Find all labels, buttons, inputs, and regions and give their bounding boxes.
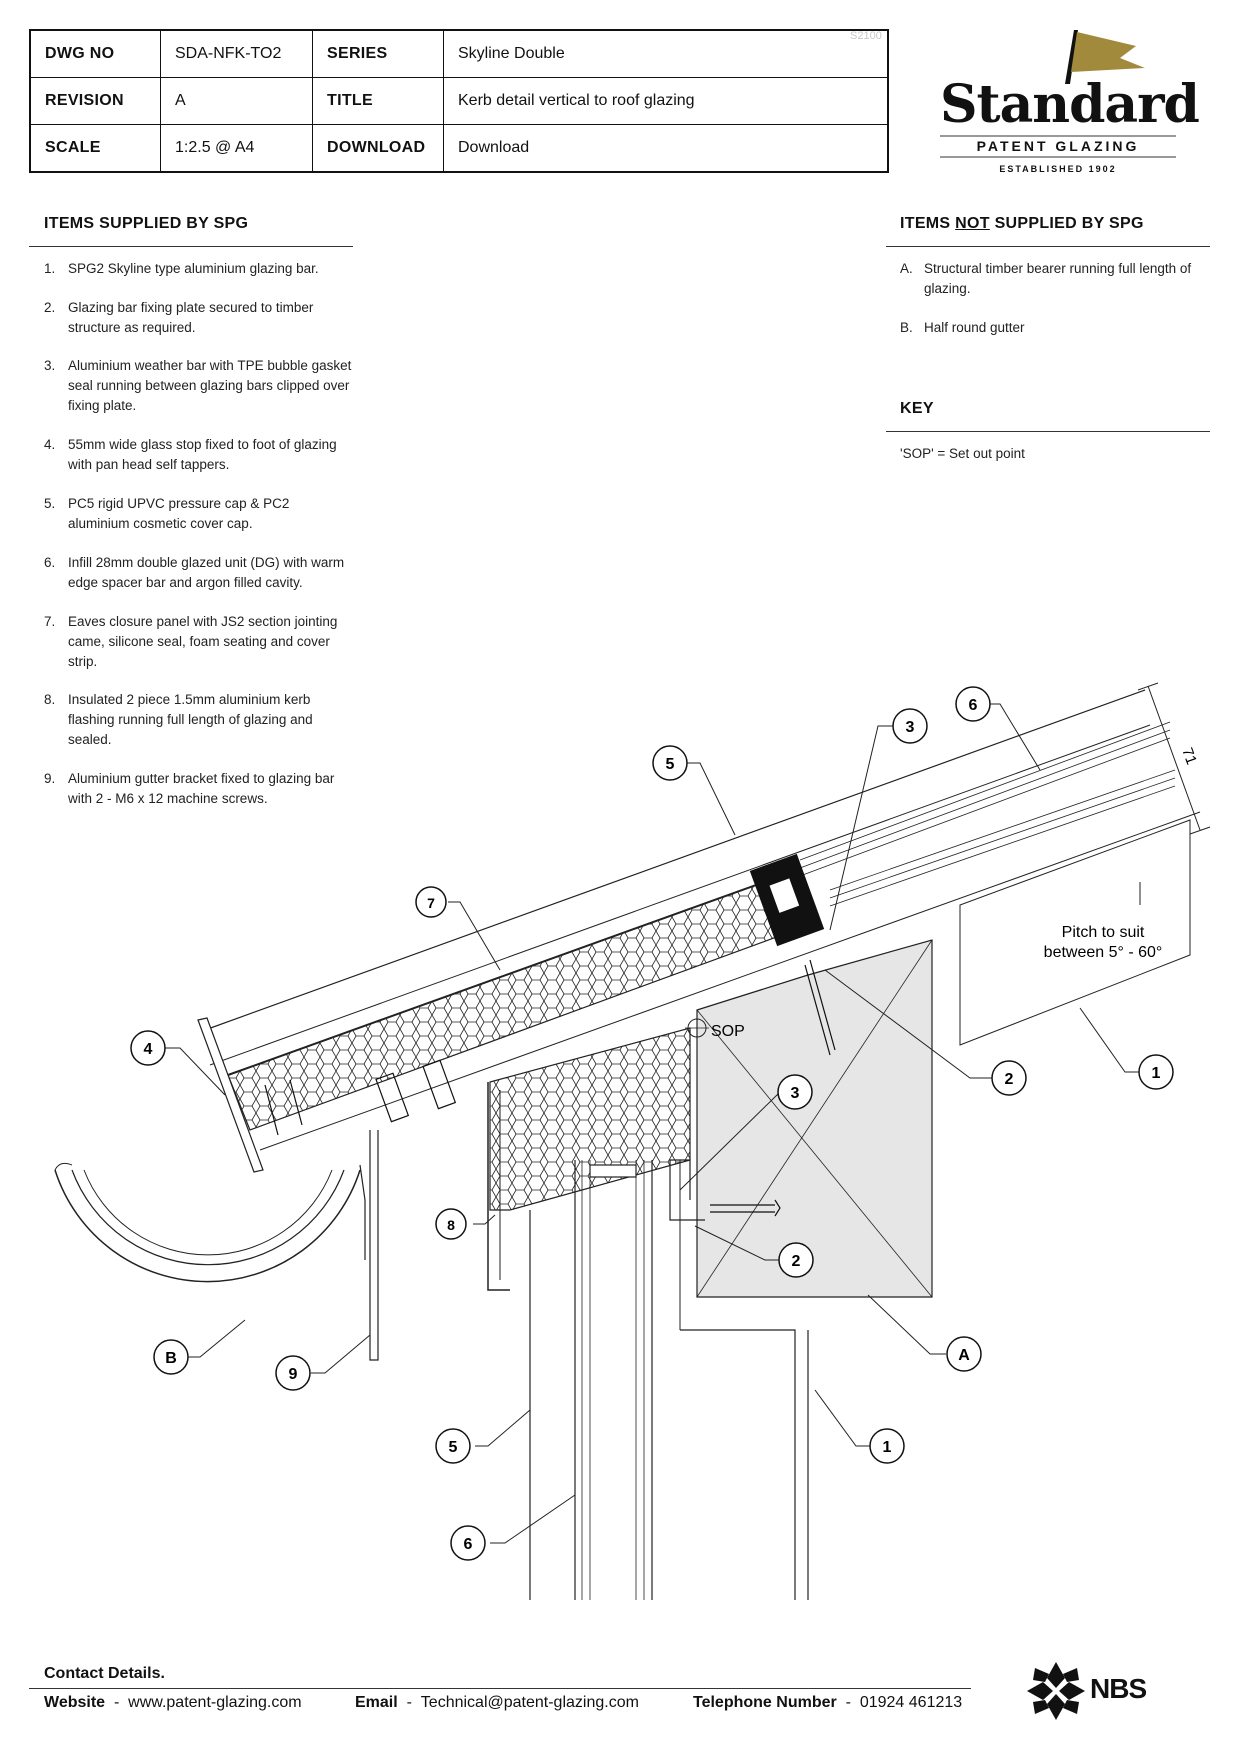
callout-2-top: 2 — [992, 1061, 1026, 1095]
callout-8: 8 — [436, 1209, 466, 1239]
timber-bearer — [697, 940, 932, 1297]
callout-7: 7 — [416, 887, 446, 917]
half-round-gutter — [55, 1130, 378, 1360]
callout-1-bottom: 1 — [870, 1429, 904, 1463]
svg-text:1: 1 — [883, 1439, 892, 1456]
callout-4: 4 — [131, 1031, 165, 1065]
callout-1-top: 1 — [1139, 1055, 1173, 1089]
svg-text:1: 1 — [1152, 1065, 1161, 1082]
callout-6-top: 6 — [956, 687, 990, 721]
svg-text:B: B — [165, 1350, 177, 1367]
svg-text:2: 2 — [792, 1253, 801, 1270]
callout-9: 9 — [276, 1356, 310, 1390]
pitch-line-1: Pitch to suit — [1062, 924, 1145, 941]
separator: - — [407, 1694, 412, 1711]
footer-website: Website - www.patent-glazing.com — [44, 1694, 302, 1712]
footer-email: Email - Technical@patent-glazing.com — [355, 1694, 639, 1712]
pitch-line-2: between 5° - 60° — [1044, 944, 1163, 961]
email-link[interactable]: Technical@patent-glazing.com — [421, 1694, 639, 1711]
svg-text:6: 6 — [464, 1536, 473, 1553]
callout-6-bottom: 6 — [451, 1526, 485, 1560]
nbs-logo-icon — [1025, 1660, 1087, 1722]
sop-label: SOP — [711, 1023, 745, 1040]
separator: - — [114, 1694, 119, 1711]
callout-a: A — [947, 1337, 981, 1371]
svg-text:7: 7 — [427, 895, 435, 911]
svg-text:3: 3 — [791, 1085, 800, 1102]
kerb-flashing — [488, 1028, 705, 1290]
svg-text:4: 4 — [144, 1041, 153, 1058]
svg-text:8: 8 — [447, 1217, 455, 1233]
svg-text:2: 2 — [1005, 1071, 1014, 1088]
phone-number: 01924 461213 — [860, 1694, 962, 1711]
svg-text:9: 9 — [289, 1366, 298, 1383]
svg-text:5: 5 — [449, 1439, 458, 1456]
callout-b: B — [154, 1340, 188, 1374]
callout-3-top: 3 — [893, 709, 927, 743]
dimension-71-label: 71 — [1178, 745, 1200, 766]
callout-5-top: 5 — [653, 746, 687, 780]
email-label: Email — [355, 1694, 398, 1711]
svg-text:A: A — [958, 1347, 970, 1364]
contact-heading: Contact Details. — [44, 1665, 165, 1683]
nbs-wordmark: NBS — [1090, 1673, 1146, 1705]
website-link[interactable]: www.patent-glazing.com — [128, 1694, 301, 1711]
website-label: Website — [44, 1694, 105, 1711]
callout-3-mid: 3 — [778, 1075, 812, 1109]
svg-text:5: 5 — [666, 756, 675, 773]
separator: - — [846, 1694, 851, 1711]
footer-rule — [29, 1688, 971, 1689]
callout-2-mid: 2 — [779, 1243, 813, 1277]
svg-text:3: 3 — [906, 719, 915, 736]
callout-5-bottom: 5 — [436, 1429, 470, 1463]
phone-label: Telephone Number — [693, 1694, 837, 1711]
footer-phone: Telephone Number - 01924 461213 — [693, 1694, 962, 1712]
svg-text:6: 6 — [969, 697, 978, 714]
